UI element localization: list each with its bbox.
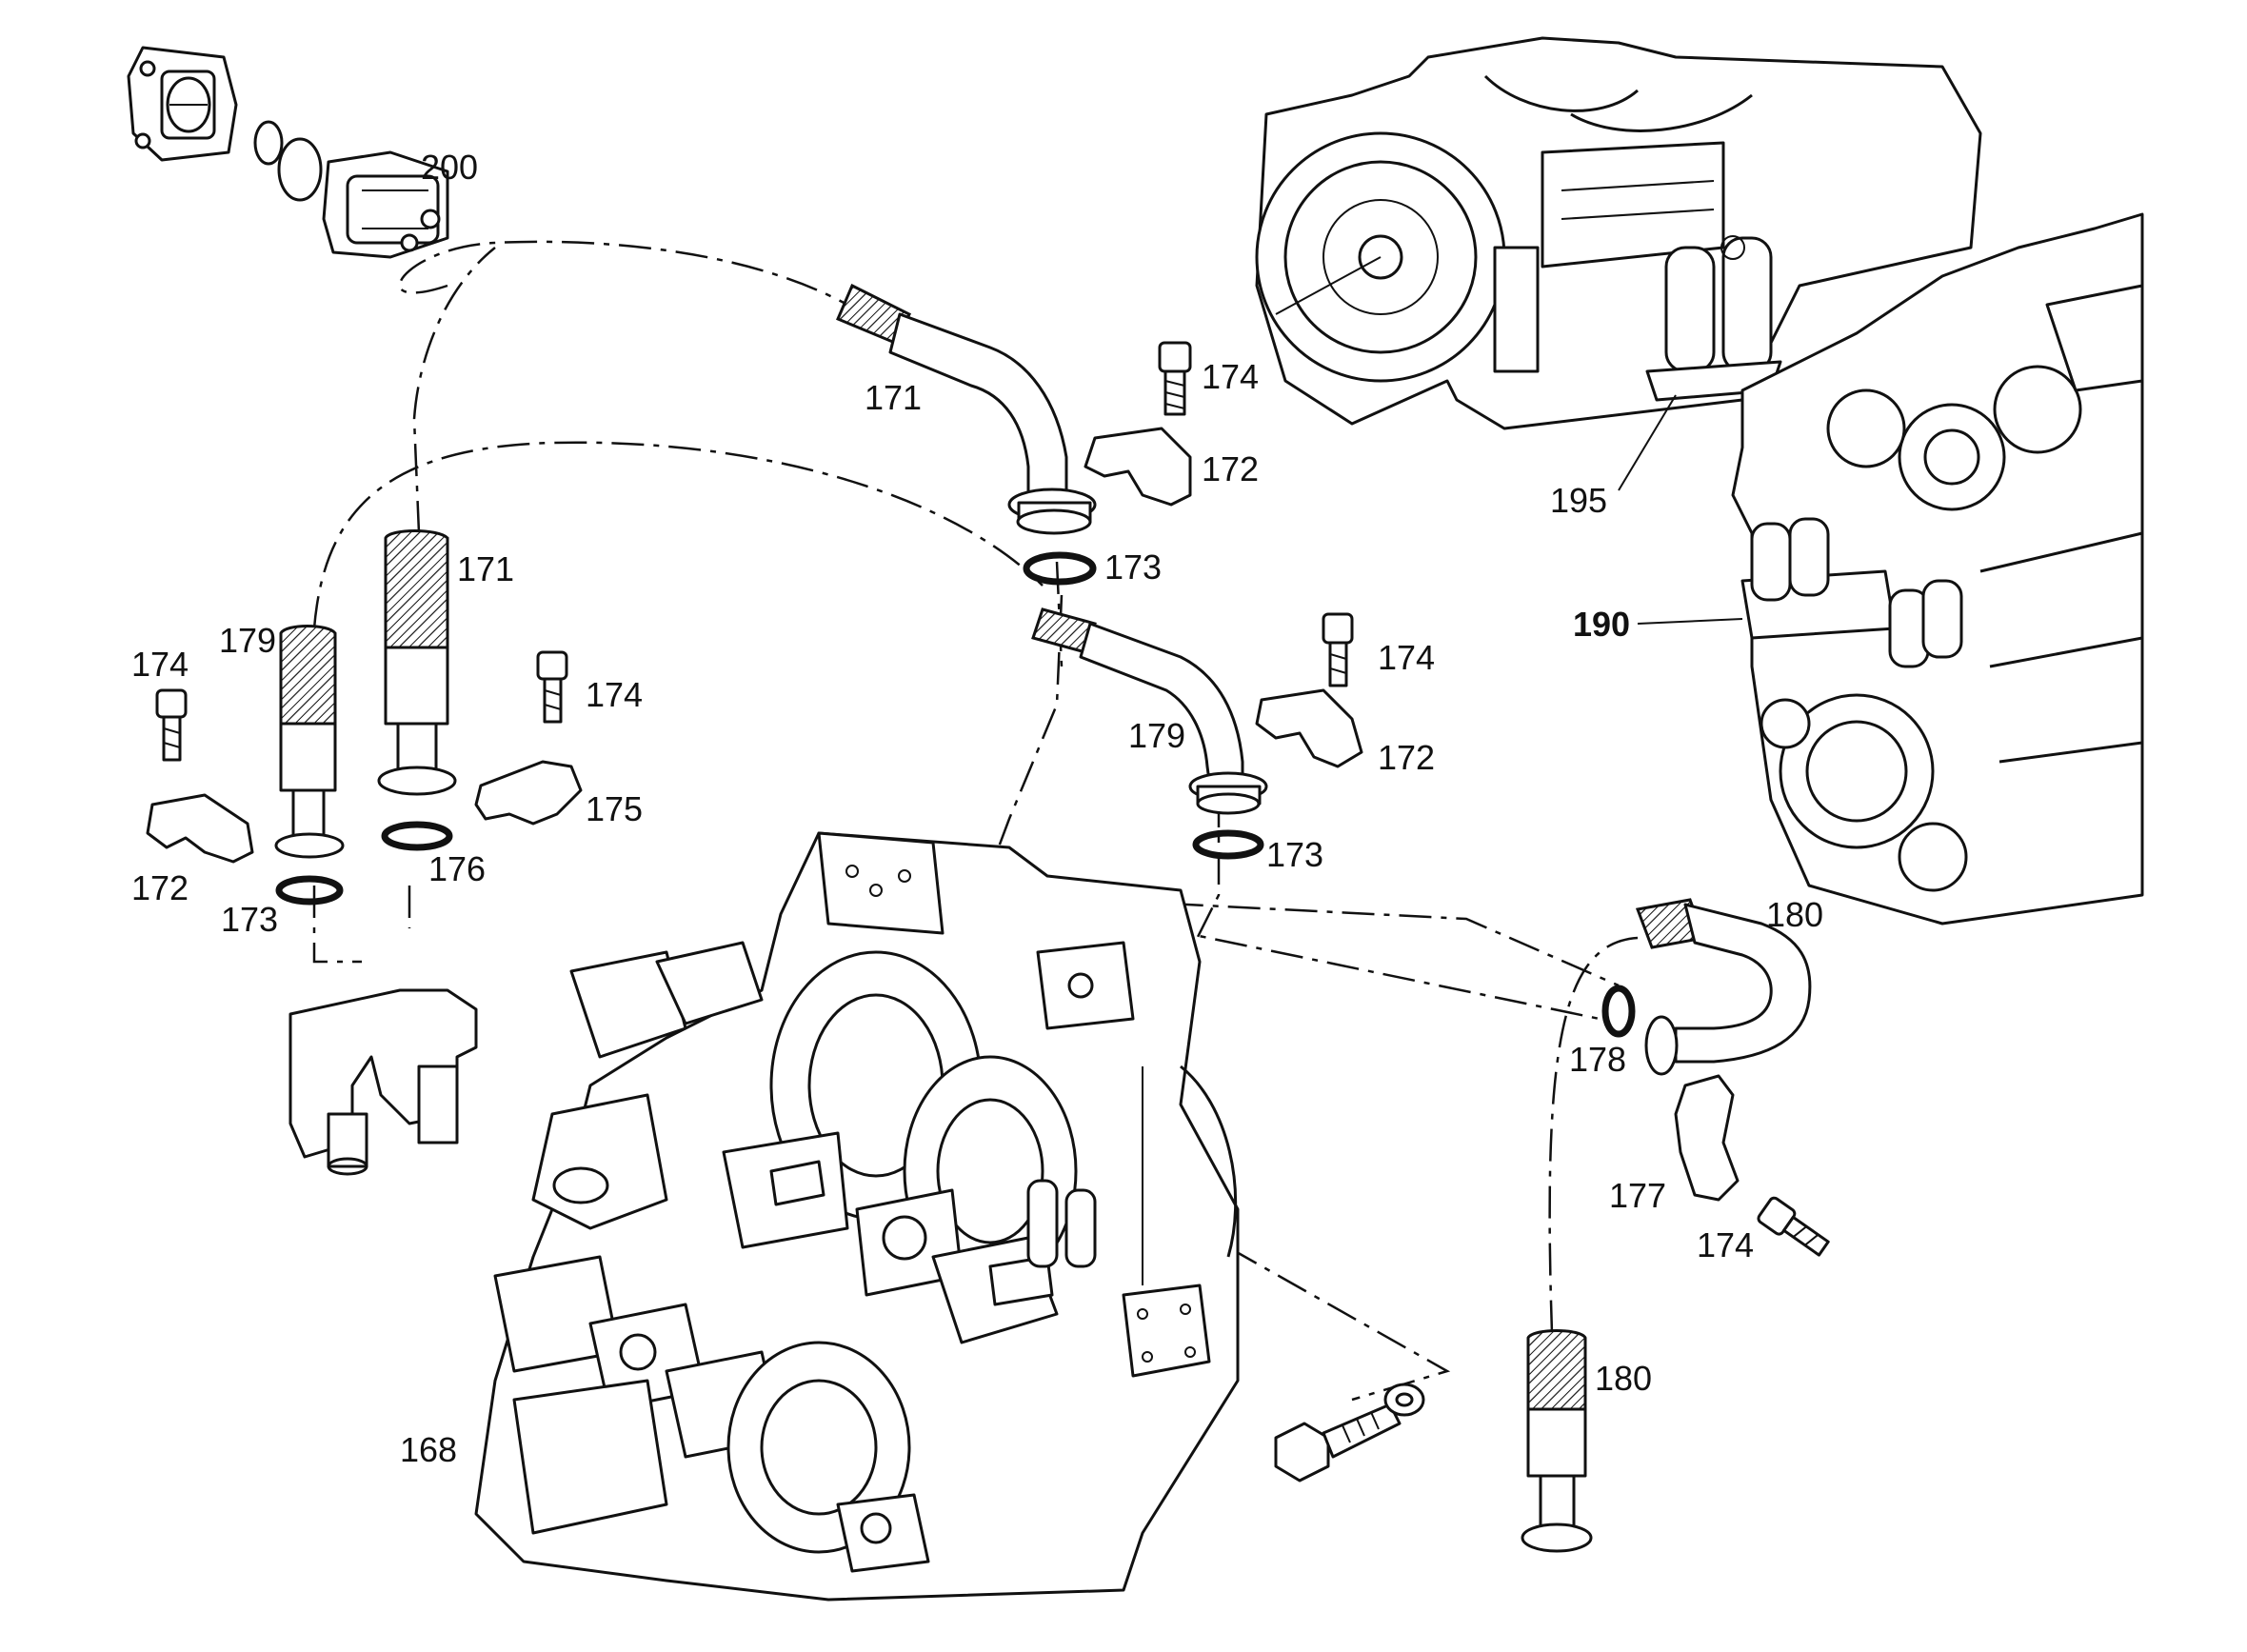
pump-flange-icon (127, 46, 449, 259)
callout-179-left: 179 (219, 621, 277, 660)
washer-icon (1383, 1383, 1425, 1417)
callout-180-top: 180 (1766, 895, 1824, 934)
callout-172-a: 172 (1202, 449, 1260, 488)
o-ring-icon (1023, 551, 1097, 586)
leader-190 (1637, 618, 1743, 625)
callout-179-mid: 179 (1128, 716, 1186, 755)
hose-icon (1031, 607, 1268, 860)
callout-171-left: 171 (457, 549, 515, 588)
o-ring-icon (1601, 985, 1636, 1038)
flange-clamp-icon (146, 793, 254, 864)
hex-bolt-icon (1274, 1403, 1402, 1483)
engine-block-icon (1731, 212, 2144, 926)
callout-174-c: 174 (586, 675, 644, 714)
callout-177: 177 (1609, 1176, 1667, 1215)
flange-clamp-icon (474, 760, 583, 826)
callout-180-bottom: 180 (1595, 1359, 1653, 1398)
callout-174-a: 174 (1202, 357, 1260, 396)
callout-195: 195 (1550, 481, 1608, 520)
callout-200: 200 (421, 148, 479, 187)
callout-176: 176 (428, 849, 487, 888)
cap-screw-icon (536, 650, 568, 724)
routing-lines (312, 240, 1639, 1402)
callout-175: 175 (586, 789, 644, 828)
flange-clamp-icon (1674, 1074, 1740, 1202)
callout-174-b: 174 (131, 645, 189, 684)
cap-screw-icon (155, 688, 188, 762)
o-ring-icon (275, 875, 344, 906)
engine-flywheel-icon (1255, 36, 1982, 430)
callout-178: 178 (1569, 1040, 1627, 1079)
callout-190: 190 (1573, 605, 1631, 644)
callout-171-top: 171 (865, 378, 923, 417)
callout-172-b: 172 (1378, 738, 1436, 777)
cap-screw-icon (1322, 612, 1354, 687)
o-ring-icon (1192, 829, 1264, 860)
hose-icon (1521, 1329, 1593, 1553)
cap-screw-icon (1158, 341, 1192, 416)
callout-173-c: 173 (1266, 835, 1324, 874)
cap-screw-icon (1757, 1196, 1830, 1257)
leader-195 (1618, 394, 1677, 491)
flange-clamp-icon (1255, 688, 1363, 768)
callout-173-a: 173 (1104, 547, 1163, 587)
hose-icon (1601, 898, 1812, 1076)
callout-168: 168 (400, 1430, 458, 1469)
callout-173-b: 173 (221, 900, 279, 939)
hose-icon (836, 283, 1097, 535)
transmission-housing-icon (474, 831, 1240, 1602)
valve-block-icon (288, 988, 478, 1176)
flange-clamp-icon (1084, 427, 1192, 507)
o-ring-icon (381, 821, 453, 851)
callout-174-d: 174 (1378, 638, 1436, 677)
callout-172-c: 172 (131, 868, 189, 907)
callout-174-e: 174 (1697, 1225, 1755, 1264)
hose-icon (377, 529, 457, 851)
hose-icon (274, 625, 345, 906)
